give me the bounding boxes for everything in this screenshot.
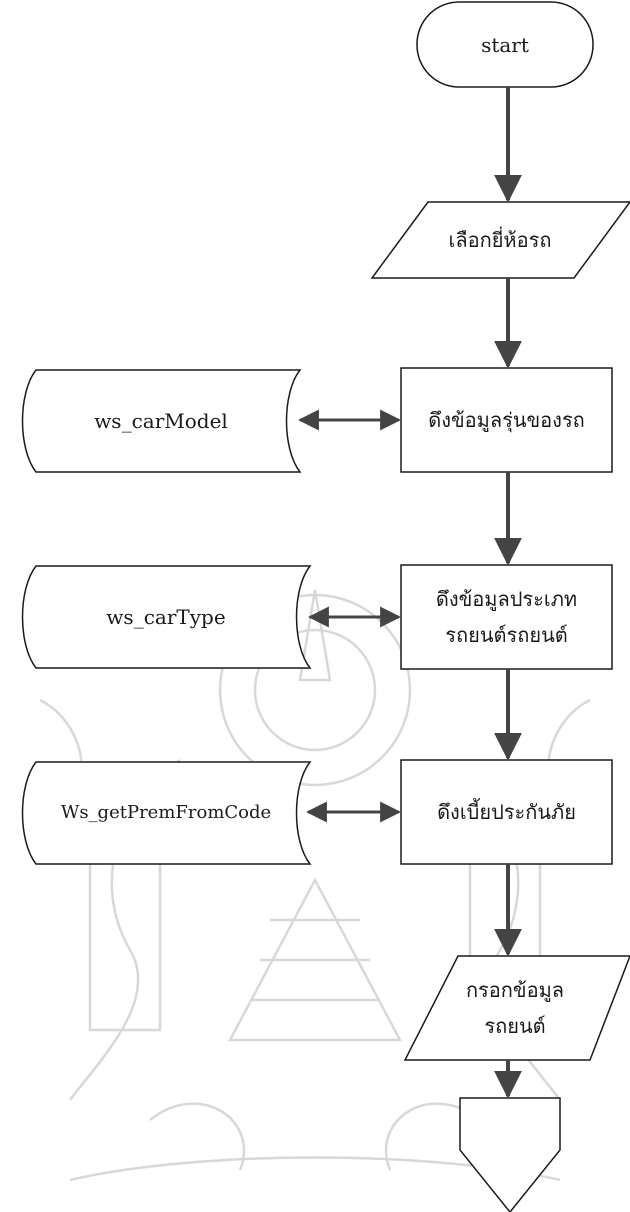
start-label: start [481, 32, 529, 57]
ws-car-type-label: ws_carType [106, 605, 226, 629]
ws-car-model-label: ws_carModel [94, 409, 228, 433]
ws-get-prem-label: Ws_getPremFromCode [60, 802, 272, 823]
fetch-type-process-shape [400, 564, 613, 670]
enter-car-data-label-line-2: รถยนต์ [484, 1014, 546, 1038]
ws-get-prem-store-shape [21, 761, 312, 865]
select-brand-label: เลือกยี่ห้อรถ [448, 228, 552, 252]
fetch-model-label: ดึงข้อมูลรุ่นของรถ [428, 408, 585, 432]
off-page-connector [459, 1097, 561, 1212]
enter-car-data-label: กรอกข้อมูล รถยนต์ [430, 956, 600, 1060]
fetch-type-label-line-1: ดึงข้อมูลประเภท [435, 587, 578, 611]
fetch-premium-process-shape [400, 759, 613, 865]
fetch-model-process-shape [400, 367, 613, 473]
start-terminator [416, 1, 594, 88]
fetch-premium-label: ดึงเบี้ยประกันภัย [437, 800, 576, 824]
ws-car-model-store-shape [21, 369, 302, 473]
enter-car-data-label-line-1: กรอกข้อมูล [465, 978, 565, 1002]
watermark-seal [39, 589, 591, 1182]
fetch-type-label: ดึงข้อมูลประเภท รถยนต์รถยนต์ [401, 565, 612, 669]
ws-car-type-store-shape [21, 565, 312, 669]
fetch-type-label-line-2: รถยนต์รถยนต์ [445, 623, 568, 647]
enter-car-data-io-shape [403, 955, 630, 1061]
select-brand-io-shape [370, 201, 630, 279]
